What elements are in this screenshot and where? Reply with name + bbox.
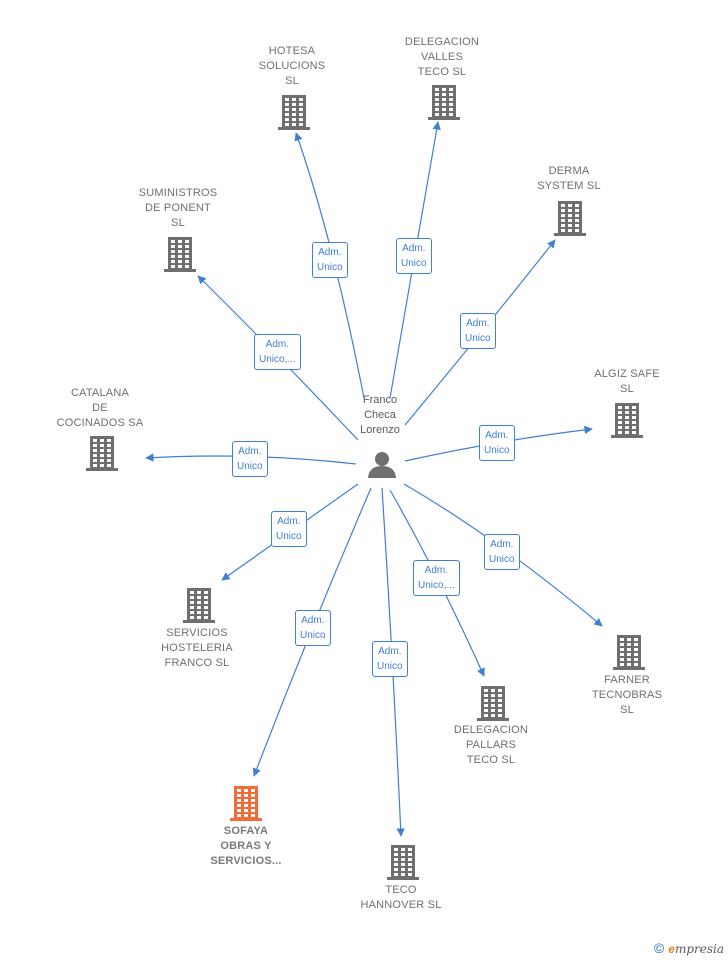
copyright-icon: © — [653, 940, 665, 956]
role-badge-farner-tecnobras: Adm. Unico — [484, 534, 520, 570]
role-badge-hotesa: Adm. Unico — [312, 242, 348, 278]
role-badge-derma-system: Adm. Unico — [460, 313, 496, 349]
role-badge-catalana-cocinados: Adm. Unico — [232, 441, 268, 477]
person-icon[interactable] — [368, 452, 396, 478]
company-label-algiz-safe[interactable]: ALGIZ SAFE SL — [594, 368, 660, 395]
company-label-derma-system[interactable]: DERMA SYSTEM SL — [537, 165, 601, 192]
building-icon[interactable] — [554, 201, 586, 236]
company-label-servicios-hosteleria[interactable]: SERVICIOS HOSTELERIA FRANCO SL — [161, 627, 233, 669]
role-badge-delegacion-valles: Adm. Unico — [396, 238, 432, 274]
company-label-farner-tecnobras[interactable]: FARNER TECNOBRAS SL — [591, 674, 663, 716]
role-badge-servicios-hosteleria: Adm. Unico — [271, 511, 307, 547]
company-label-delegacion-valles[interactable]: DELEGACION VALLES TECO SL — [404, 36, 480, 78]
building-icon[interactable] — [164, 237, 196, 272]
company-label-sofaya[interactable]: SOFAYA OBRAS Y SERVICIOS... — [210, 825, 282, 867]
role-badge-sofaya: Adm. Unico — [295, 610, 331, 646]
building-icon[interactable] — [428, 85, 460, 120]
building-icon[interactable] — [611, 403, 643, 438]
building-icon[interactable] — [183, 588, 215, 623]
building-icon[interactable] — [477, 686, 509, 721]
brand-name: mpresia — [674, 942, 724, 956]
company-label-catalana-cocinados[interactable]: CATALANA DE COCINADOS SA — [56, 387, 144, 429]
footer-brand[interactable]: ©empresia — [654, 940, 724, 956]
brand-initial: e — [668, 942, 675, 956]
role-badge-teco-hannover: Adm. Unico — [372, 641, 408, 677]
role-badge-delegacion-pallars: Adm. Unico,... — [413, 560, 460, 596]
nodes-layer — [86, 85, 645, 880]
person-label[interactable]: Franco Checa Lorenzo — [360, 394, 400, 436]
building-icon[interactable] — [278, 95, 310, 130]
company-label-delegacion-pallars[interactable]: DELEGACION PALLARS TECO SL — [453, 724, 529, 766]
building-icon[interactable] — [230, 786, 262, 821]
company-label-hotesa[interactable]: HOTESA SOLUCIONS SL — [258, 45, 326, 87]
company-label-suministros-ponent[interactable]: SUMINISTROS DE PONENT SL — [138, 187, 218, 229]
building-icon[interactable] — [86, 436, 118, 471]
role-badge-suministros-ponent: Adm. Unico,... — [254, 334, 301, 370]
company-label-teco-hannover[interactable]: TECO HANNOVER SL — [360, 884, 442, 911]
building-icon[interactable] — [387, 845, 419, 880]
role-badge-algiz-safe: Adm. Unico — [479, 425, 515, 461]
building-icon[interactable] — [613, 635, 645, 670]
